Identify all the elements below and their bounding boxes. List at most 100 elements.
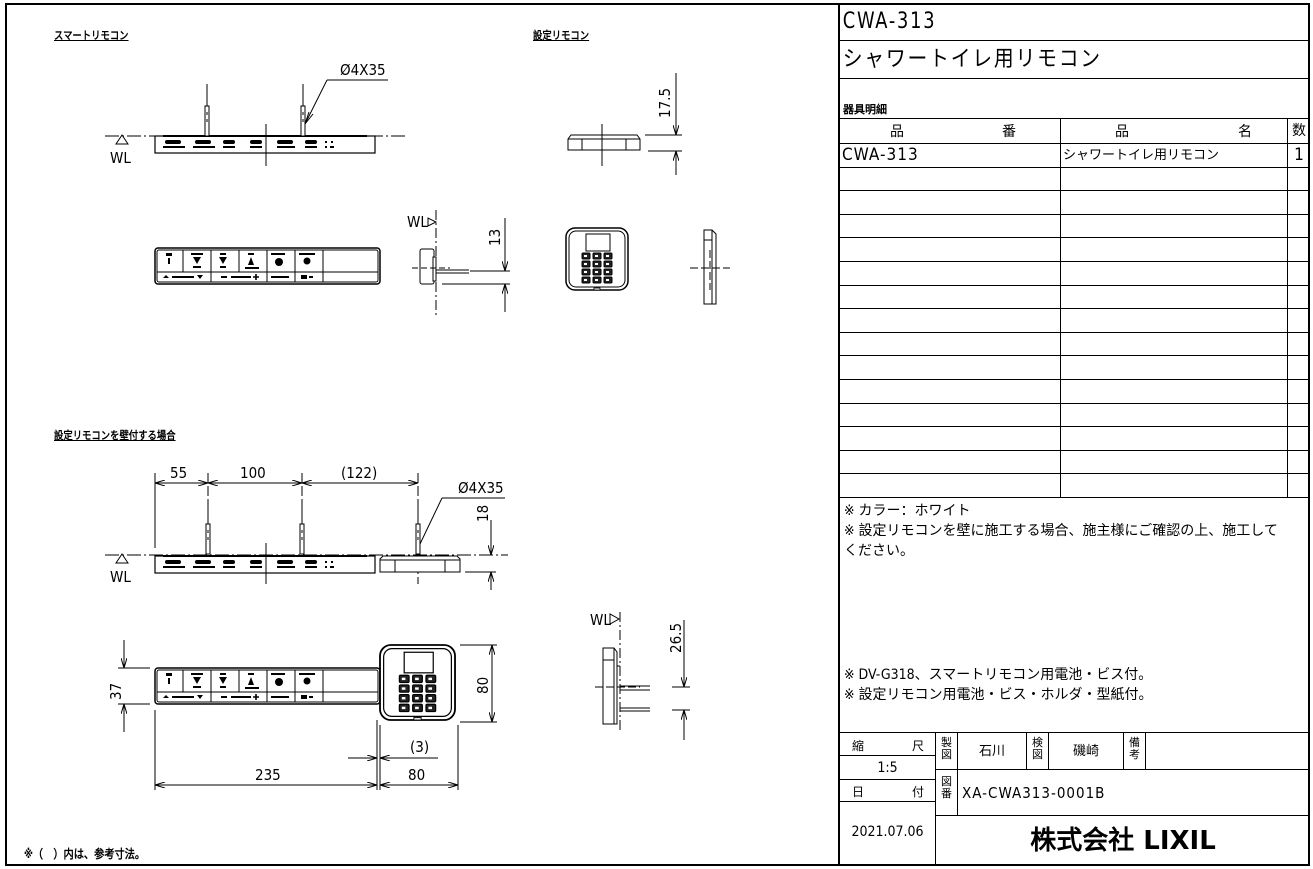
parts-row-product-name [1061,380,1288,404]
parts-row-product-name [1061,262,1288,286]
parts-row-product-name [1061,427,1288,451]
wall-mount-pin-callout: Ø4X35 [458,479,504,497]
title-block: CWA-313 シャワートイレ用リモコン 器具明細 品 番 品 名 数 CWA-… [838,3,1310,866]
note-battery-smart: ※ DV-G318、スマートリモコン用電池・ビス付。 [844,667,1153,683]
parts-row-product-name [1061,356,1288,380]
wall-mount-width-main-dim: 235 [255,766,281,784]
parts-row-quantity [1288,451,1310,475]
parts-row-quantity [1288,404,1310,428]
parts-row-quantity [1288,262,1310,286]
wall-mount-setting-height-dim: 80 [474,677,492,694]
scale-label: 縮 尺 [840,733,936,756]
drawn-by-label: 製図 [936,733,958,770]
side-view-pin-spacing-dim: 26.5 [667,623,685,653]
setting-remote-view-label: 設定リモコン [533,29,590,42]
drawing-number: XA-CWA313-0001B [958,770,1310,816]
parts-row-product-name [1061,474,1288,498]
parts-row-part-number [840,285,1061,310]
drawing-sheet-border [5,3,1310,866]
parts-row-product-name [1061,309,1288,333]
parts-row-part-number [840,309,1061,333]
parts-row-product-name [1061,450,1288,475]
date-label: 日 付 [840,780,936,802]
company-logo: 株式会社 LIXIL [1030,826,1216,856]
side-view-with-holder: WL 26.5 [590,611,690,740]
wall-dim-122: (122) [341,464,377,482]
model-row: CWA-313 [840,3,1310,41]
wall-mount-view-label: 設定リモコンを壁付する場合 [54,429,176,442]
smart-remote-top-view: Ø4X35 WL [105,61,405,167]
remarks-value [1146,733,1310,770]
header-part-number: 品 番 [840,119,1061,144]
parts-row-product-name [1061,214,1288,239]
scale-value: 1:5 [840,756,936,780]
note-wall-install: ※ 設定リモコンを壁に施工する場合、施主様にご確認の上、施工して [844,523,1278,539]
product-name-row: シャワートイレ用リモコン [840,41,1310,79]
smart-remote-front-view [154,247,381,285]
drawn-by: 石川 [958,733,1027,770]
smart-remote-wl-label: WL [110,149,131,167]
model-number: CWA-313 [842,9,937,34]
setting-remote-thickness-dim: 17.5 [656,88,674,118]
note-battery-setting: ※ 設定リモコン用電池・ビス・ホルダ・型紙付。 [844,687,1153,703]
setting-remote-views: WL 13 [407,210,730,315]
parts-row-quantity [1288,427,1310,451]
remarks-label: 備考 [1124,733,1146,770]
checked-by: 磯崎 [1049,733,1124,770]
wall-mount-gap-dim: (3) [410,738,429,756]
wall-mount-left-height-dim: 37 [107,683,125,700]
parts-row-part-number [840,214,1061,239]
parts-row-product-name [1061,403,1288,428]
parts-row-part-number [840,191,1061,215]
setting-remote-pin-offset-dim: 13 [486,229,504,246]
drawing-area: スマートリモコン 設定リモコン 設定リモコンを壁付する場合 [24,29,730,861]
note-wall-install-cont: ください。 [844,543,914,559]
wall-mount-width-setting-dim: 80 [408,766,425,784]
parts-row-part-number [840,167,1061,192]
parts-row-part-number: CWA-313 [840,144,1061,168]
smart-remote-pin-callout: Ø4X35 [340,61,386,79]
parts-row-quantity: 1 [1288,144,1310,168]
wall-mount-front-view: 37 80 235 80 (3) [107,640,497,790]
parts-row-quantity [1288,286,1310,310]
parts-row-part-number [840,403,1061,428]
parts-row-quantity [1288,474,1310,498]
parts-row-part-number [840,427,1061,451]
setting-remote-wl-label: WL [407,213,428,231]
parts-row-product-name: シャワートイレ用リモコン [1061,144,1288,168]
smart-remote-view-label: スマートリモコン [54,29,129,42]
setting-remote-top-view: 17.5 [567,73,682,175]
parts-row-quantity [1288,238,1310,262]
parts-row-product-name [1061,238,1288,262]
wall-dim-55: 55 [170,464,187,482]
parts-row-part-number [840,474,1061,498]
reference-dimension-footnote: ※（ ）内は、参考寸法。 [24,847,146,861]
parts-row-part-number [840,356,1061,380]
notes-area: ※ カラー：ホワイト ※ 設定リモコンを壁に施工する場合、施主様にご確認の上、施… [840,498,1310,733]
note-color: ※ カラー：ホワイト [844,503,971,519]
wall-mount-top-view: 55 100 (122) WL Ø4X35 18 [105,464,508,590]
technical-drawing: Ø4X35 WL 17.5 WL [105,61,730,790]
header-product-name: 品 名 [1061,119,1288,144]
parts-row-quantity [1288,380,1310,404]
parts-row-product-name [1061,285,1288,310]
parts-row-product-name [1061,191,1288,215]
side-view-wl-label: WL [590,611,611,629]
wall-mount-height-dim: 18 [474,505,492,522]
header-quantity: 数 [1288,119,1310,144]
parts-row-part-number [840,380,1061,404]
parts-row-part-number [840,332,1061,357]
parts-row-quantity [1288,333,1310,357]
checked-by-label: 検図 [1027,733,1049,770]
parts-row-part-number [840,262,1061,286]
wall-mount-wl-label: WL [110,568,131,586]
parts-list-label: 器具明細 [843,103,887,116]
parts-row-quantity [1288,356,1310,380]
parts-row-product-name [1061,332,1288,357]
wall-dim-100: 100 [240,464,266,482]
parts-row-part-number [840,450,1061,475]
parts-row-quantity [1288,309,1310,333]
parts-row-quantity [1288,168,1310,192]
drawing-number-label: 図番 [936,770,958,816]
parts-row-quantity [1288,215,1310,239]
